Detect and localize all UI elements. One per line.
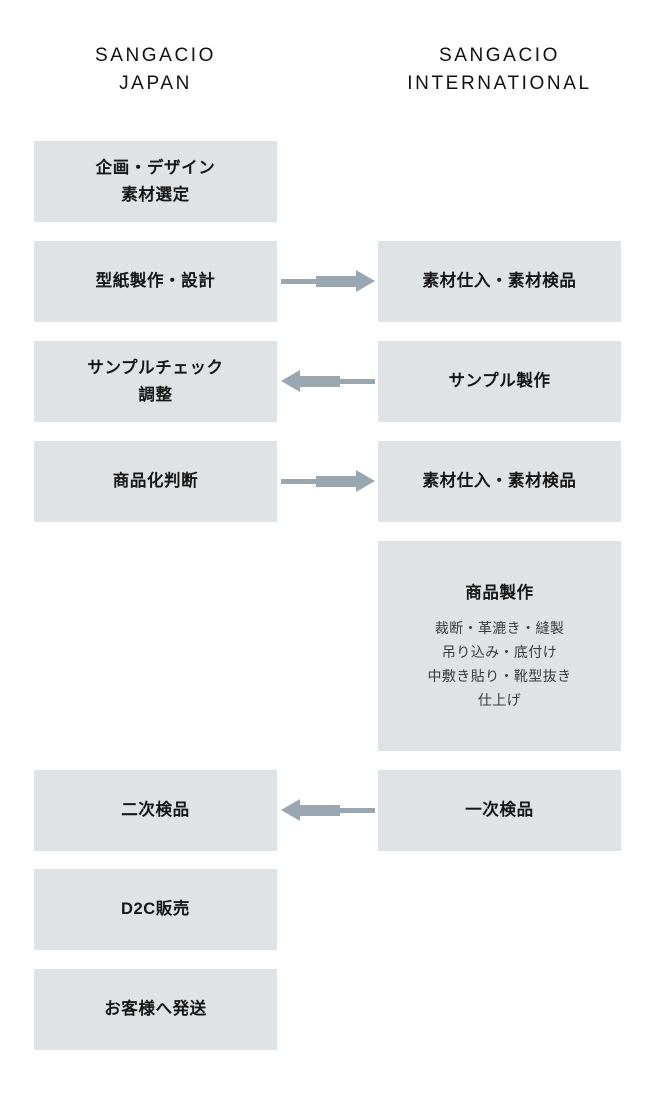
process-box-ship-to-customer[interactable]: お客様へ発送 bbox=[34, 969, 277, 1050]
process-box-label: D2C販売 bbox=[120, 900, 190, 919]
arrow-shaft bbox=[340, 378, 375, 384]
process-box-material-purchase-inspection-1[interactable]: 素材仕入・素材検品 bbox=[378, 241, 621, 322]
process-box-product-manufacturing[interactable]: 商品製作 裁断・革漉き・縫製 吊り込み・底付け 中敷き貼り・靴型抜き 仕上げ bbox=[378, 541, 621, 751]
column-header-sangacio-japan: SANGACIO JAPAN bbox=[94, 45, 217, 94]
arrow-shaft bbox=[340, 807, 375, 813]
arrow-head-right-icon bbox=[356, 470, 375, 492]
arrow-shaft-thick bbox=[316, 275, 356, 287]
arrow-shaft bbox=[281, 278, 316, 284]
arrow-shaft bbox=[281, 478, 316, 484]
process-box-label: 一次検品 bbox=[465, 801, 534, 820]
arrow-head-left-icon bbox=[281, 370, 300, 392]
process-box-planning-design[interactable]: 企画・デザイン 素材選定 bbox=[34, 141, 277, 222]
process-box-label: サンプルチェック 調整 bbox=[87, 358, 224, 404]
arrow-shaft-thick bbox=[300, 375, 340, 387]
process-box-label: 素材仕入・素材検品 bbox=[422, 272, 577, 291]
process-box-sublabel: 裁断・革漉き・縫製 吊り込み・底付け 中敷き貼り・靴型抜き 仕上げ bbox=[427, 619, 572, 708]
process-box-sample-production[interactable]: サンプル製作 bbox=[378, 341, 621, 422]
process-box-label: 商品製作 bbox=[465, 583, 534, 602]
arrow-shaft-thick bbox=[316, 475, 356, 487]
column-header-sangacio-international: SANGACIO INTERNATIONAL bbox=[407, 45, 592, 94]
arrow-commercialization-decision-to-material-purchase bbox=[281, 470, 375, 492]
process-box-pattern-making[interactable]: 型紙製作・設計 bbox=[34, 241, 277, 322]
process-box-label: 企画・デザイン 素材選定 bbox=[95, 158, 216, 204]
process-box-label: 商品化判断 bbox=[112, 472, 199, 491]
arrow-sample-production-to-sample-check bbox=[281, 370, 375, 392]
process-box-primary-inspection[interactable]: 一次検品 bbox=[378, 770, 621, 851]
arrow-pattern-making-to-material-purchase bbox=[281, 270, 375, 292]
process-box-secondary-inspection[interactable]: 二次検品 bbox=[34, 770, 277, 851]
process-box-label: 二次検品 bbox=[121, 801, 190, 820]
process-box-sample-check[interactable]: サンプルチェック 調整 bbox=[34, 341, 277, 422]
process-box-label: 型紙製作・設計 bbox=[95, 272, 216, 291]
process-box-label: サンプル製作 bbox=[448, 372, 551, 391]
process-box-d2c-sales[interactable]: D2C販売 bbox=[34, 869, 277, 950]
process-box-label: お客様へ発送 bbox=[104, 1000, 207, 1019]
process-box-commercialization-decision[interactable]: 商品化判断 bbox=[34, 441, 277, 522]
arrow-head-left-icon bbox=[281, 799, 300, 821]
process-box-label: 素材仕入・素材検品 bbox=[422, 472, 577, 491]
arrow-head-right-icon bbox=[356, 270, 375, 292]
arrow-shaft-thick bbox=[300, 804, 340, 816]
process-box-material-purchase-inspection-2[interactable]: 素材仕入・素材検品 bbox=[378, 441, 621, 522]
arrow-primary-inspection-to-secondary-inspection bbox=[281, 799, 375, 821]
